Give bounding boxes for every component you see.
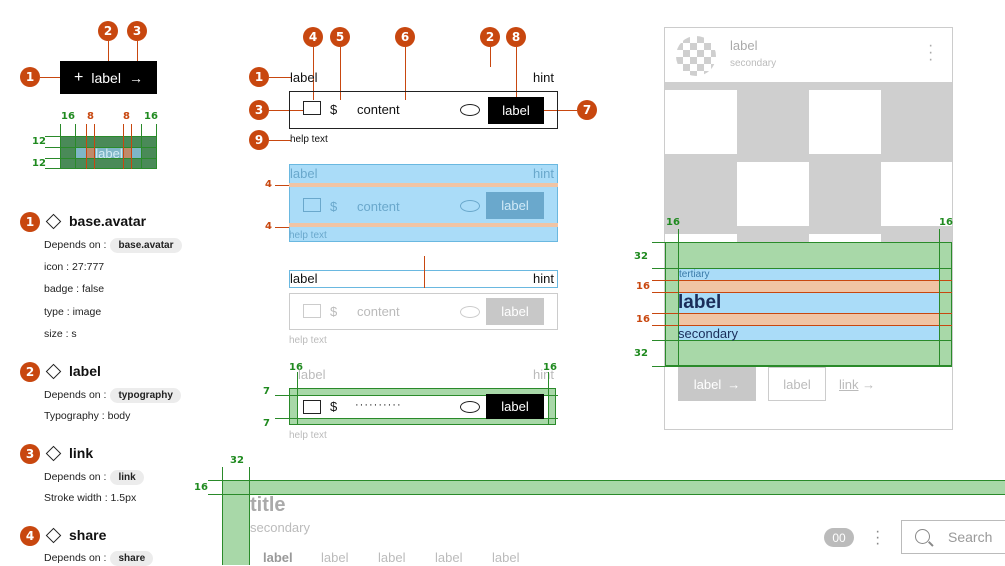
header-spacing (222, 480, 1005, 494)
search-placeholder: Search (948, 529, 993, 545)
input-help: help text (290, 134, 328, 145)
eye-icon (460, 306, 480, 318)
disabled-input-field[interactable] (289, 293, 558, 330)
badge-2: 2 (98, 21, 118, 41)
tab-1[interactable]: label (263, 550, 293, 565)
card-label: label (678, 292, 722, 313)
card (664, 27, 953, 430)
tab-4[interactable]: label (435, 550, 463, 565)
page-secondary: secondary (250, 520, 310, 535)
input-action-button[interactable]: label (488, 97, 544, 124)
chip-base-avatar[interactable]: base.avatar (110, 238, 182, 253)
input-badge-2: 2 (480, 27, 500, 47)
card-link[interactable]: link → (839, 377, 876, 392)
anatomy-button[interactable]: + label → (60, 61, 157, 94)
input-badge-5: 5 (330, 27, 350, 47)
mail-icon (303, 304, 321, 318)
input-label: label (290, 70, 318, 85)
diamond-icon (45, 445, 62, 461)
eye-icon (460, 200, 480, 212)
prop-badge-3: 3 (20, 444, 40, 464)
tab-2[interactable]: label (321, 550, 349, 565)
card-avatar-secondary: secondary (730, 58, 777, 69)
badge-3: 3 (127, 21, 147, 41)
mail-icon (303, 101, 321, 115)
chip-link[interactable]: link (110, 470, 144, 485)
input-badge-6: 6 (395, 27, 415, 47)
prop-name-link: link (69, 445, 94, 461)
input-hint: hint (533, 70, 554, 85)
prop-badge-4: 4 (20, 526, 40, 546)
badge-1: 1 (20, 67, 40, 87)
prop-name-label: label (69, 363, 101, 379)
mail-icon (303, 400, 321, 414)
chip-share[interactable]: share (110, 551, 154, 566)
card-avatar-label: label (730, 38, 758, 53)
arrow-right-icon: → (727, 376, 741, 392)
search-input[interactable] (901, 520, 1005, 554)
avatar (676, 36, 716, 76)
input-content: content (357, 102, 400, 117)
input-badge-7: 7 (577, 100, 597, 120)
prop-name-share: share (69, 527, 107, 543)
more-vert-icon[interactable]: ··· (875, 523, 881, 552)
card-secondary: secondary (678, 326, 738, 341)
search-icon (915, 529, 930, 544)
chip-typography[interactable]: typography (110, 388, 181, 403)
eye-icon (460, 104, 480, 116)
diamond-icon (45, 527, 62, 543)
input-badge-4: 4 (303, 27, 323, 47)
input-currency: $ (330, 102, 338, 117)
card-tertiary: tertiary (679, 269, 710, 280)
input-badge-9: 9 (249, 130, 269, 150)
diamond-icon (45, 363, 62, 379)
more-vert-icon[interactable]: ··· (928, 37, 934, 68)
input-badge-1: 1 (249, 67, 269, 87)
tab-3[interactable]: label (378, 550, 406, 565)
prop-badge-2: 2 (20, 362, 40, 382)
input-field[interactable] (289, 91, 558, 129)
page-title: title (250, 494, 286, 516)
tab-5[interactable]: label (492, 550, 520, 565)
plus-icon: + (74, 68, 84, 86)
anatomy-button-label: label (91, 69, 121, 86)
spacing-button-label: label (95, 146, 123, 161)
input-badge-8: 8 (506, 27, 526, 47)
count-badge: 00 (824, 528, 854, 547)
card-primary-button[interactable]: label→ (678, 367, 756, 401)
arrow-right-icon: → (862, 377, 876, 392)
label-row-diagram (289, 270, 558, 288)
card-secondary-button[interactable]: label (768, 367, 826, 401)
prop-badge-1: 1 (20, 212, 40, 232)
input-action-label: label (502, 103, 530, 118)
eye-icon (460, 401, 480, 413)
prop-name-base-avatar: base.avatar (69, 213, 147, 229)
arrow-right-icon: → (128, 69, 143, 86)
input-badge-3: 3 (249, 100, 269, 120)
mail-icon (303, 198, 321, 212)
diamond-icon (45, 213, 62, 229)
